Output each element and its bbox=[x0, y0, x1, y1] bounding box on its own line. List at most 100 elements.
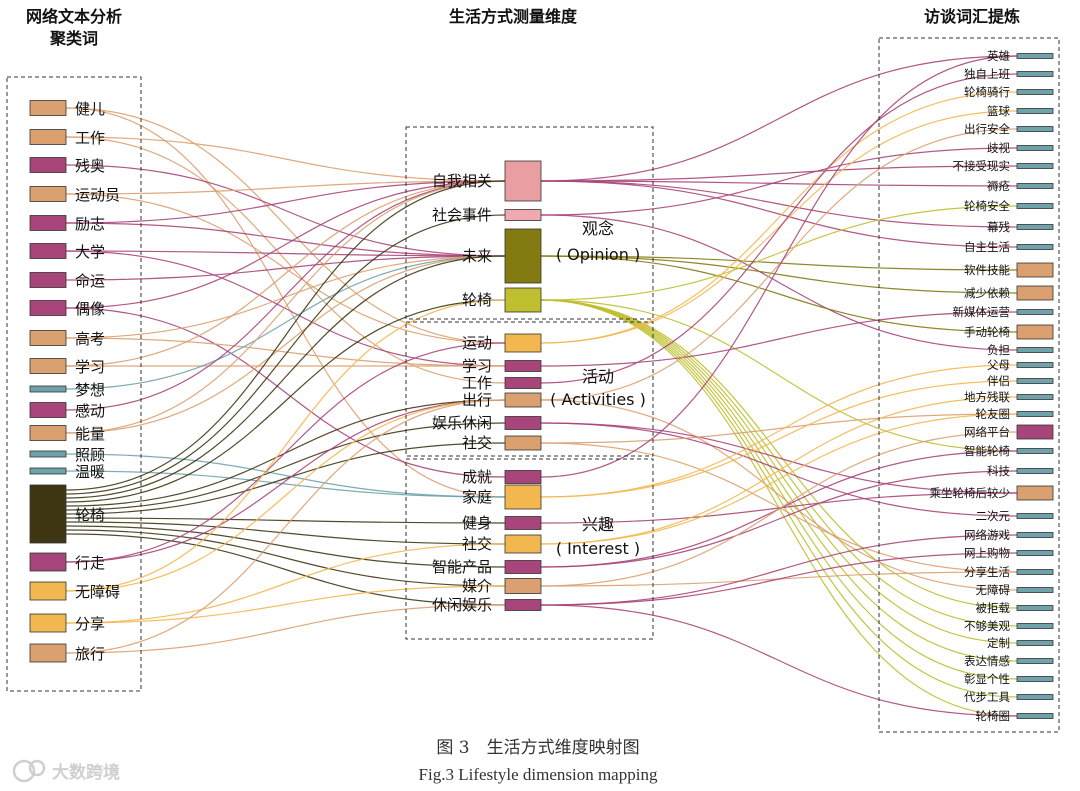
right-node-28 bbox=[1016, 569, 1054, 575]
middle-node-5 bbox=[504, 333, 542, 353]
right-node-label: 父母 bbox=[987, 358, 1010, 372]
right-node-label: 不接受现实 bbox=[953, 159, 1011, 173]
group-opinion-en: ( Opinion ) bbox=[556, 245, 640, 264]
right-node-23 bbox=[1016, 468, 1054, 474]
right-node-6 bbox=[1016, 145, 1054, 151]
left-link-40 bbox=[65, 543, 506, 624]
right-link-22 bbox=[540, 73, 1018, 384]
right-node-18 bbox=[1016, 378, 1054, 384]
right-node-label: 歧视 bbox=[987, 141, 1010, 155]
left-link-37 bbox=[65, 399, 506, 563]
left-header-line1: 网络文本分析 bbox=[26, 7, 122, 26]
right-node-label: 篮球 bbox=[987, 104, 1010, 118]
right-node-label: 网络游戏 bbox=[964, 528, 1010, 542]
middle-node-11 bbox=[504, 470, 542, 484]
right-node-12 bbox=[1016, 262, 1054, 278]
right-link-13 bbox=[540, 299, 1018, 627]
right-node-19 bbox=[1016, 394, 1054, 400]
left-link-10 bbox=[65, 250, 506, 257]
right-link-21 bbox=[540, 311, 1018, 367]
right-link-32 bbox=[540, 492, 1018, 524]
left-node-19 bbox=[29, 613, 67, 633]
right-link-0 bbox=[540, 55, 1018, 182]
middle-node-label: 运动 bbox=[462, 334, 492, 352]
right-link-26 bbox=[540, 422, 1018, 517]
right-link-10 bbox=[540, 205, 1018, 301]
opinion-group-box bbox=[405, 126, 654, 320]
left-node-18 bbox=[29, 581, 67, 601]
left-link-31 bbox=[65, 517, 506, 524]
right-header: 访谈词汇提炼 bbox=[924, 7, 1020, 26]
left-node-17 bbox=[29, 552, 67, 572]
right-link-8 bbox=[540, 255, 1018, 294]
left-link-29 bbox=[65, 422, 506, 511]
left-link-21 bbox=[65, 180, 506, 434]
right-node-9 bbox=[1016, 203, 1054, 209]
right-node-11 bbox=[1016, 244, 1054, 250]
right-link-6 bbox=[540, 214, 1018, 351]
right-link-25 bbox=[540, 422, 1018, 494]
right-node-36 bbox=[1016, 713, 1054, 719]
right-node-2 bbox=[1016, 71, 1054, 77]
left-link-0 bbox=[65, 107, 506, 344]
left-link-6 bbox=[65, 180, 506, 195]
middle-node-8 bbox=[504, 392, 542, 408]
right-link-33 bbox=[540, 396, 1018, 545]
left-node-label: 残奥 bbox=[75, 157, 105, 175]
middle-node-label: 娱乐休闲 bbox=[432, 414, 492, 432]
left-node-label: 旅行 bbox=[75, 645, 105, 663]
right-node-7 bbox=[1016, 163, 1054, 169]
group-activities-en: ( Activities ) bbox=[550, 390, 646, 409]
right-node-label: 乘坐轮椅后较少 bbox=[930, 486, 1011, 500]
right-link-7 bbox=[540, 255, 1018, 271]
left-node-label: 高考 bbox=[75, 330, 105, 348]
right-node-label: 轮友圈 bbox=[976, 407, 1011, 421]
right-link-24 bbox=[540, 399, 1018, 591]
left-link-2 bbox=[65, 136, 506, 384]
right-node-24 bbox=[1016, 485, 1054, 501]
left-node-label: 无障碍 bbox=[75, 583, 120, 601]
left-node-label: 健儿 bbox=[75, 100, 105, 118]
right-node-label: 表达情感 bbox=[964, 654, 1010, 668]
middle-header: 生活方式测量维度 bbox=[449, 7, 578, 26]
middle-node-label: 自我相关 bbox=[432, 172, 492, 190]
group-opinion-name: 观念 bbox=[582, 219, 614, 238]
link-layer bbox=[65, 55, 1018, 717]
left-header-line2: 聚类词 bbox=[49, 29, 98, 48]
left-node-15 bbox=[29, 467, 67, 475]
left-link-15 bbox=[65, 255, 506, 339]
right-link-30 bbox=[540, 364, 1018, 498]
right-node-8 bbox=[1016, 183, 1054, 189]
right-node-label: 定制 bbox=[987, 636, 1010, 650]
left-node-label: 分享 bbox=[75, 615, 105, 633]
left-link-34 bbox=[65, 529, 506, 587]
right-link-39 bbox=[540, 534, 1018, 606]
left-link-38 bbox=[65, 399, 506, 592]
right-node-label: 智能轮椅 bbox=[964, 444, 1010, 458]
right-node-label: 减少依赖 bbox=[964, 286, 1010, 300]
right-node-5 bbox=[1016, 126, 1054, 132]
right-node-label: 无障碍 bbox=[976, 583, 1011, 597]
right-node-31 bbox=[1016, 623, 1054, 629]
left-node-20 bbox=[29, 643, 67, 663]
node-layer: 健儿工作残奥运动员励志大学命运偶像高考学习梦想感动能量照顾温暖轮椅行走无障碍分享… bbox=[29, 49, 1054, 723]
left-node-13 bbox=[29, 425, 67, 441]
middle-node-3 bbox=[504, 228, 542, 284]
left-link-41 bbox=[65, 585, 506, 624]
left-node-5 bbox=[29, 215, 67, 231]
right-link-34 bbox=[540, 413, 1018, 545]
left-node-label: 大学 bbox=[75, 243, 105, 261]
right-link-1 bbox=[540, 165, 1018, 182]
left-node-12 bbox=[29, 402, 67, 418]
left-node-label: 命运 bbox=[75, 272, 105, 290]
interest-group-box bbox=[405, 458, 654, 640]
right-node-35 bbox=[1016, 694, 1054, 700]
right-node-label: 科技 bbox=[987, 464, 1010, 478]
right-node-label: 褥疮 bbox=[987, 179, 1010, 193]
left-link-12 bbox=[65, 180, 506, 309]
right-link-37 bbox=[540, 431, 1018, 587]
left-node-16 bbox=[29, 484, 67, 544]
watermark-text: 大数跨境 bbox=[52, 762, 120, 783]
left-node-label: 感动 bbox=[75, 402, 105, 420]
right-node-13 bbox=[1016, 285, 1054, 301]
